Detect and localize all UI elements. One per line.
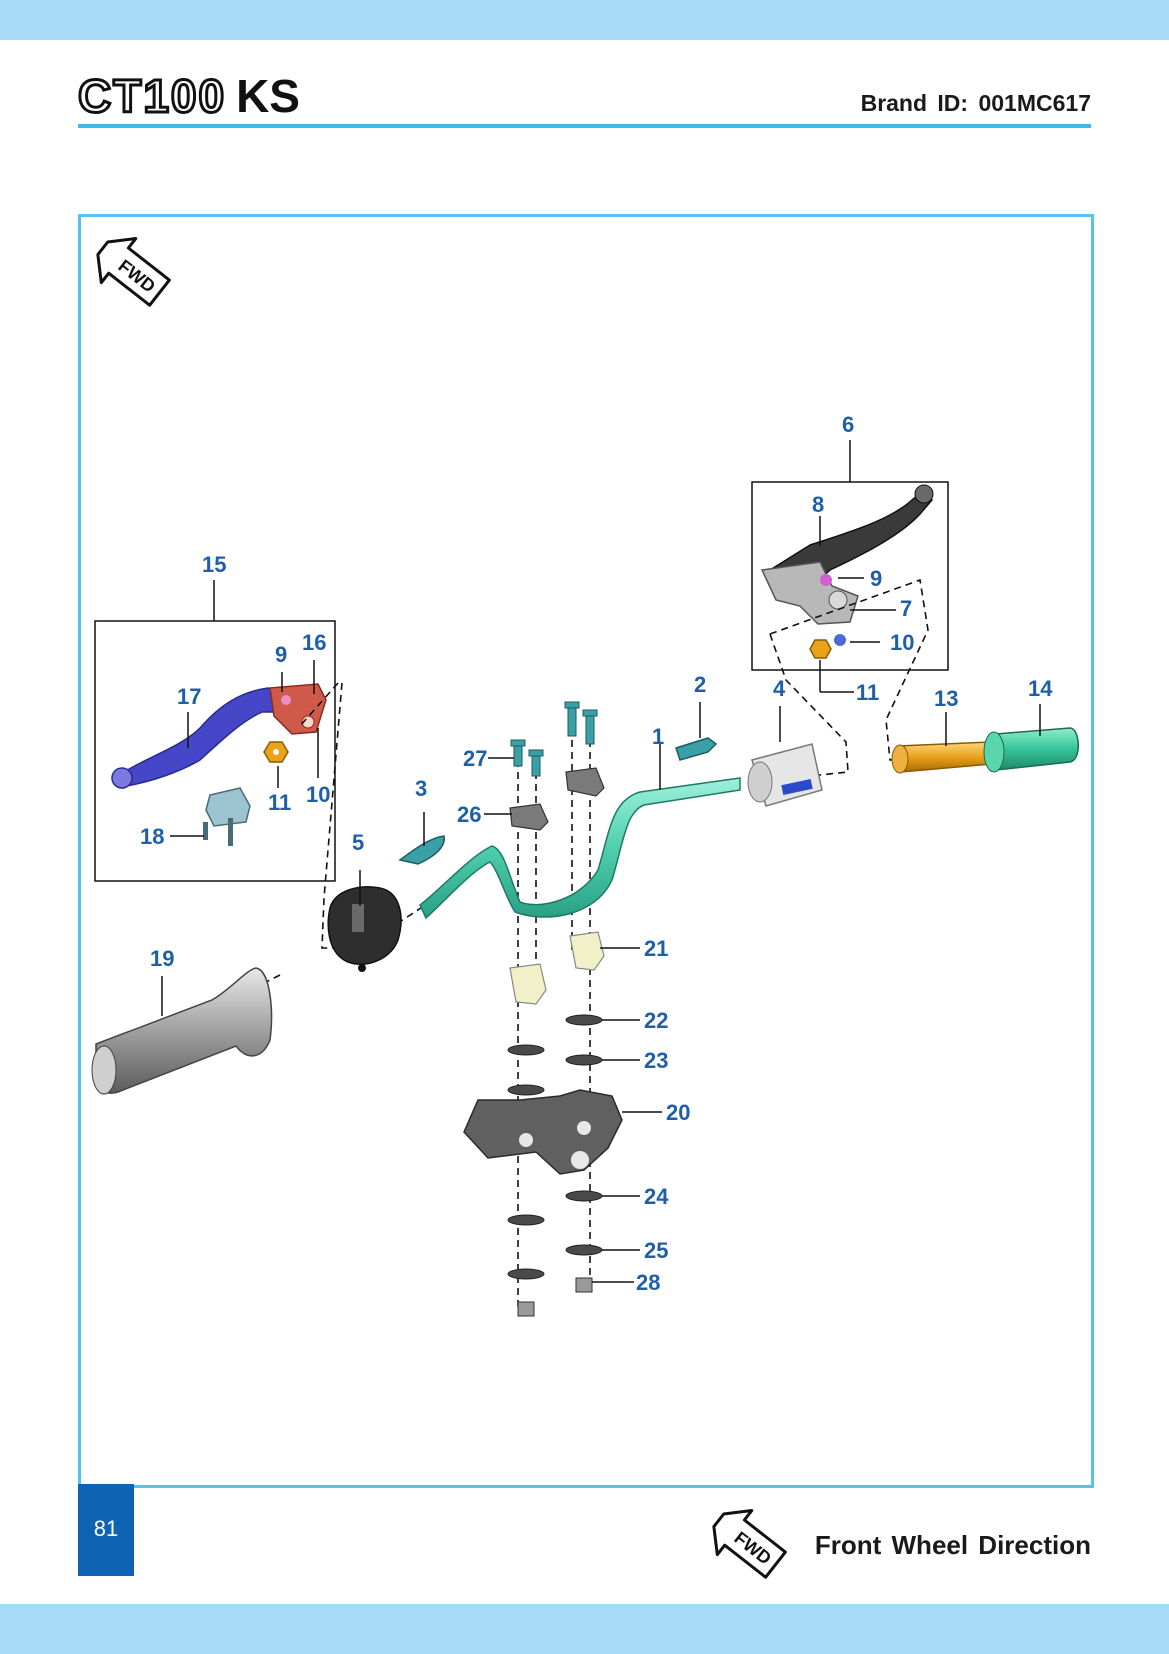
model-logo: CT100 KS	[76, 70, 300, 122]
callout-4: 4	[773, 676, 786, 701]
callout-13: 13	[934, 686, 958, 711]
page-number-box: 81	[78, 1484, 134, 1576]
callout-25: 25	[644, 1238, 668, 1263]
callout-16: 16	[302, 630, 326, 655]
left-grip	[91, 967, 273, 1095]
callout-1: 1	[652, 724, 664, 749]
riser-right	[569, 931, 605, 971]
callout-10-right: 10	[890, 630, 914, 655]
top-color-band	[0, 0, 1169, 40]
brand-id: Brand ID: 001MC617	[860, 90, 1091, 116]
callout-21: 21	[644, 936, 668, 961]
switch-clamp-left	[205, 787, 251, 827]
handlebar-weight	[747, 743, 823, 807]
lever-bracket-left	[269, 683, 327, 735]
page-number: 81	[93, 1516, 119, 1541]
throttle-tube	[891, 741, 993, 774]
weight-clip	[675, 737, 718, 761]
callout-6: 6	[842, 412, 854, 437]
right-grip	[983, 727, 1079, 773]
callout-24: 24	[644, 1184, 669, 1209]
callout-2: 2	[694, 672, 706, 697]
callout-22: 22	[644, 1008, 668, 1033]
callout-18: 18	[140, 824, 164, 849]
upper-clamp-right	[565, 767, 605, 797]
top-bridge-plate	[463, 1089, 623, 1175]
diagram-frame	[78, 214, 1094, 1488]
upper-clamp-left	[509, 803, 549, 831]
fwd-arrow-icon: FWD	[96, 237, 171, 307]
callout-5: 5	[352, 830, 364, 855]
callout-11-right: 11	[856, 680, 879, 705]
callout-9-right: 9	[870, 566, 882, 591]
callout-7: 7	[900, 596, 912, 621]
bottom-color-band	[0, 1604, 1169, 1654]
switch-housing	[327, 886, 402, 972]
callout-20: 20	[666, 1100, 690, 1125]
callout-17: 17	[177, 684, 201, 709]
callout-23: 23	[644, 1048, 668, 1073]
callout-8: 8	[812, 492, 824, 517]
callout-15: 15	[202, 552, 226, 577]
callout-26: 26	[457, 802, 481, 827]
left-lever-assembly-box	[94, 620, 336, 882]
callout-10-left: 10	[306, 782, 330, 807]
callout-11-left: 11	[268, 790, 291, 815]
logo-variant-text: KS	[236, 70, 300, 122]
fwd-arrow-bottom-icon: FWD	[712, 1509, 787, 1579]
clamp-bolts	[510, 701, 598, 777]
callout-9-left: 9	[275, 642, 287, 667]
callout-28: 28	[636, 1270, 660, 1295]
leader-lines	[161, 516, 1041, 1283]
nut-28-left	[517, 1301, 535, 1317]
callout-19: 19	[150, 946, 174, 971]
handlebar	[419, 777, 741, 920]
nut-right	[809, 639, 832, 659]
callout-14: 14	[1028, 676, 1053, 701]
header-divider	[78, 124, 1091, 128]
logo-model-text: CT100	[76, 70, 227, 122]
front-wheel-direction-caption: Front Wheel Direction	[814, 1530, 1091, 1560]
riser-left	[509, 963, 547, 1005]
spacer-clip	[398, 835, 445, 865]
callout-3: 3	[415, 776, 427, 801]
nut-28-right	[575, 1277, 593, 1293]
callout-labels: 1 2 3 4 5 6 7 8 9 9 10 10 11 11 13 14 15…	[140, 412, 1053, 1295]
clutch-lever	[119, 687, 286, 787]
callout-27: 27	[463, 746, 487, 771]
